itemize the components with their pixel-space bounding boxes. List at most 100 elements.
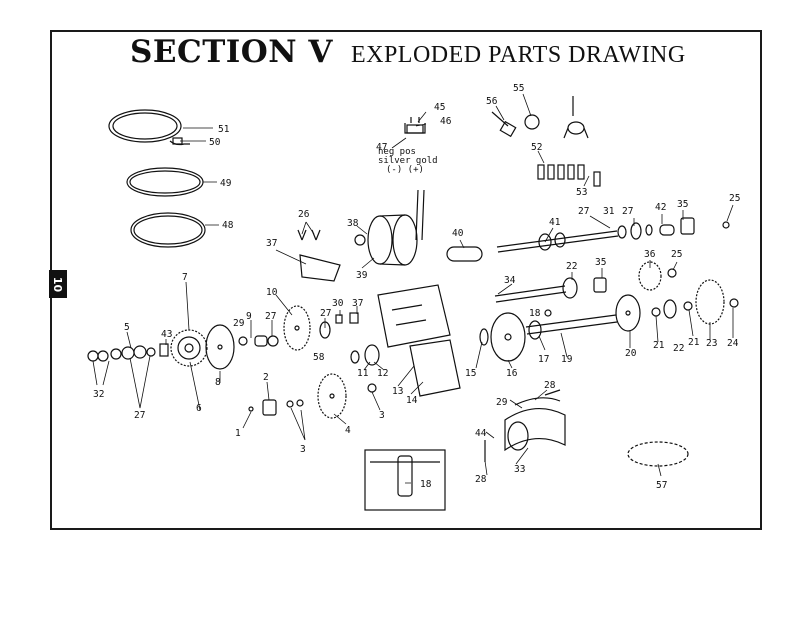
motor-38 bbox=[354, 189, 425, 266]
callout-24: 24 bbox=[727, 338, 739, 349]
callout-23: 23 bbox=[706, 338, 717, 349]
callout-42: 42 bbox=[655, 202, 666, 213]
shaft-41 bbox=[496, 230, 619, 253]
o-ring-49 bbox=[126, 167, 204, 197]
callout-13: 13 bbox=[392, 386, 403, 397]
gear-10 bbox=[283, 305, 311, 351]
page-number-tab: 10 bbox=[49, 270, 67, 298]
bracket-37 bbox=[299, 254, 341, 282]
inset-detail-18 bbox=[364, 449, 446, 511]
callout-50: 50 bbox=[209, 137, 221, 148]
callout-5: 5 bbox=[124, 322, 130, 333]
callout-55: 55 bbox=[513, 83, 524, 94]
callout-33: 33 bbox=[514, 464, 525, 475]
spacer-30-37 bbox=[335, 312, 359, 324]
callout-35a: 35 bbox=[677, 199, 688, 210]
callout-49: 49 bbox=[220, 178, 232, 189]
callout-3b: 3 bbox=[379, 410, 385, 421]
callout-25b: 25 bbox=[671, 249, 682, 260]
callout-25a: 25 bbox=[729, 193, 740, 204]
callout-37a: 37 bbox=[266, 238, 277, 249]
screw-1 bbox=[248, 406, 254, 412]
callout-15: 15 bbox=[465, 368, 476, 379]
callout-31: 31 bbox=[603, 206, 615, 217]
callout-40: 40 bbox=[452, 228, 464, 239]
callout-58: 58 bbox=[313, 352, 325, 363]
callout-47: 47 bbox=[376, 142, 387, 153]
callout-32: 32 bbox=[93, 389, 104, 400]
callout-36: 36 bbox=[644, 249, 656, 260]
callout-29a: 29 bbox=[233, 318, 245, 329]
callout-4: 4 bbox=[345, 425, 351, 436]
callout-45: 45 bbox=[434, 102, 445, 113]
polarity-note-line2: silver gold bbox=[378, 156, 438, 166]
section-heading: SECTION V bbox=[130, 34, 333, 70]
plate-16 bbox=[490, 312, 526, 362]
leader-lines bbox=[92, 93, 734, 484]
callout-28a: 28 bbox=[544, 380, 556, 391]
gear-6 bbox=[170, 329, 208, 367]
callout-27b: 27 bbox=[622, 206, 633, 217]
gear-36 bbox=[638, 261, 677, 291]
switch-assembly bbox=[563, 96, 589, 139]
callout-26: 26 bbox=[298, 209, 310, 220]
callout-30: 30 bbox=[332, 298, 344, 309]
callout-34: 34 bbox=[504, 275, 516, 286]
callout-27c: 27 bbox=[134, 410, 145, 421]
callout-27a: 27 bbox=[578, 206, 589, 217]
shaft-parts-31-35 bbox=[617, 217, 730, 240]
callout-21a: 21 bbox=[653, 340, 665, 351]
page-title: SECTION V EXPLODED PARTS DRAWING bbox=[130, 34, 686, 70]
callout-53: 53 bbox=[576, 187, 587, 198]
part-callouts: 51 50 49 48 56 55 52 53 45 46 47 26 38 3… bbox=[93, 83, 740, 491]
callout-11: 11 bbox=[357, 368, 369, 379]
callout-12: 12 bbox=[377, 368, 388, 379]
nut-55 bbox=[524, 114, 540, 130]
callout-57: 57 bbox=[656, 480, 667, 491]
washers-32 bbox=[87, 345, 156, 362]
callout-18b: 18 bbox=[420, 479, 432, 490]
gearbox-housing bbox=[350, 284, 461, 397]
callout-7: 7 bbox=[182, 272, 188, 283]
shaft-19 bbox=[525, 314, 618, 340]
gear-4 bbox=[317, 373, 347, 419]
callout-8: 8 bbox=[215, 377, 221, 388]
gear-20 bbox=[615, 294, 641, 332]
chain-57 bbox=[627, 441, 689, 467]
callout-27d: 27 bbox=[265, 311, 276, 322]
battery-holder bbox=[484, 389, 566, 462]
shaft-34 bbox=[494, 277, 607, 303]
callout-48: 48 bbox=[222, 220, 234, 231]
callout-14: 14 bbox=[406, 395, 418, 406]
callout-29b: 29 bbox=[496, 397, 508, 408]
gear-parts-21-24 bbox=[651, 279, 739, 325]
callout-46: 46 bbox=[440, 116, 452, 127]
callout-27e: 27 bbox=[320, 308, 331, 319]
belt-51 bbox=[108, 109, 182, 143]
callout-41: 41 bbox=[549, 217, 561, 228]
callout-38: 38 bbox=[347, 218, 359, 229]
callout-21b: 21 bbox=[688, 337, 700, 348]
connector-45 bbox=[404, 117, 426, 134]
callout-39: 39 bbox=[356, 270, 368, 281]
polarity-note-line3: (-) (+) bbox=[386, 165, 424, 175]
o-ring-48 bbox=[130, 212, 206, 248]
gear-2 bbox=[262, 399, 277, 416]
callout-9: 9 bbox=[246, 311, 252, 322]
callout-35b: 35 bbox=[595, 257, 606, 268]
rod-40 bbox=[446, 246, 483, 262]
callout-1: 1 bbox=[235, 428, 241, 439]
shaft-parts-9-27 bbox=[238, 335, 279, 347]
callout-43: 43 bbox=[161, 329, 172, 340]
callout-44: 44 bbox=[475, 428, 487, 439]
callout-37b: 37 bbox=[352, 298, 363, 309]
callout-6: 6 bbox=[196, 403, 202, 414]
washers-3 bbox=[286, 383, 377, 408]
clip-56 bbox=[491, 111, 517, 138]
section-subheading: EXPLODED PARTS DRAWING bbox=[350, 42, 686, 68]
callout-51: 51 bbox=[218, 124, 230, 135]
bushing-43 bbox=[159, 343, 169, 357]
gear-8 bbox=[205, 324, 235, 370]
callout-17: 17 bbox=[538, 354, 549, 365]
